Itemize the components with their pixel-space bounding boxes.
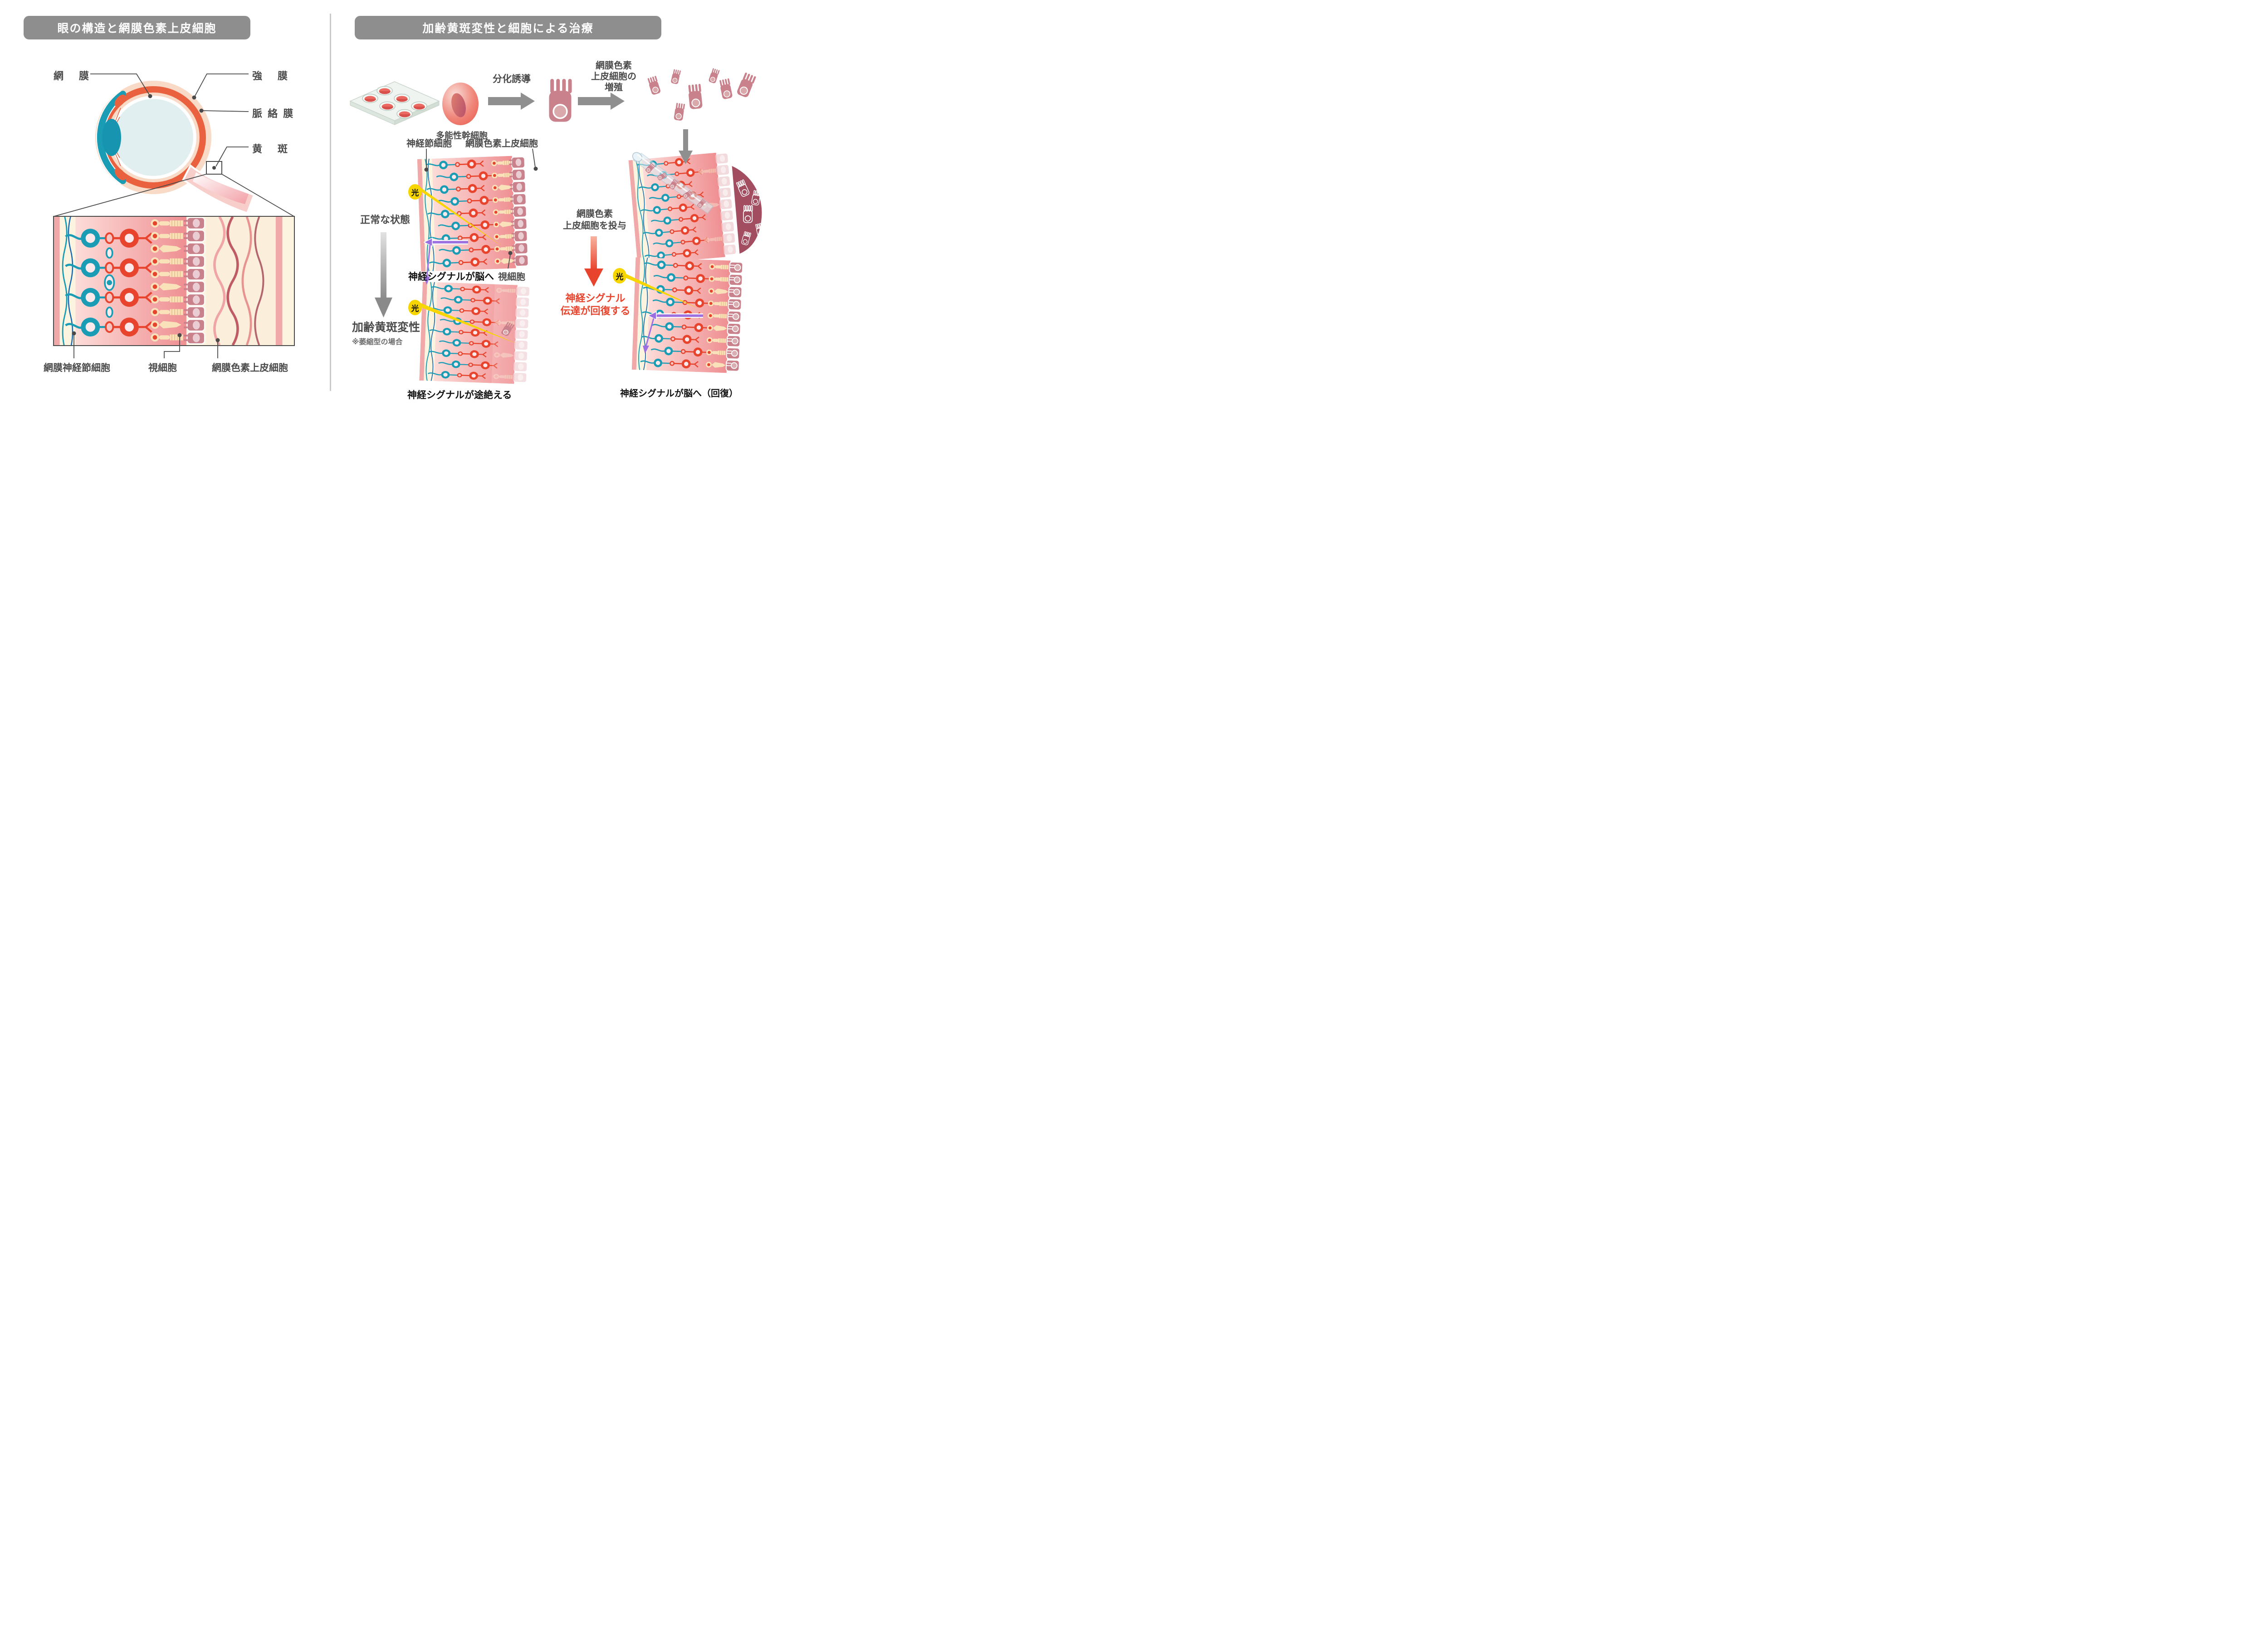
label-proliferation-3: 増殖 [605,83,623,93]
caption-signal-amd: 神経シグナルが途絶える [407,390,512,400]
label-macula: 黄 斑 [252,143,291,155]
light-badge-recovered: 光 [613,268,626,283]
label-retina: 網 膜 [54,70,92,82]
label-choroid: 脈 絡 膜 [252,108,295,119]
label-recover-2: 伝達が回復する [560,305,631,317]
eye-leader-dots [148,94,204,113]
rpe-cell-icon [549,79,572,122]
label-recover-1: 神経シグナル [565,293,626,304]
label-sclera: 強 膜 [252,70,291,82]
caption-signal-normal: 神経シグナルが脳へ [408,272,494,282]
label-photoreceptor-normal: 視細胞 [498,272,525,282]
arrow-recovery-icon [584,236,603,287]
retina-injection [628,148,773,265]
right-panel-title-text: 加齢黄斑変性と細胞による治療 [422,22,594,35]
label-rpe-cells: 網膜色素上皮細胞 [212,363,288,373]
label-proliferation-2: 上皮細胞の [591,72,636,82]
macula-box [206,161,222,175]
arrow-induction-icon [488,93,535,110]
light-badge-normal: 光 [408,184,422,200]
right-panel-title: 加齢黄斑変性と細胞による治療 [355,16,661,39]
retina-recovered [631,257,763,374]
arrow-degeneration-icon [375,232,392,317]
retina-cross-section-enlarged [53,216,295,346]
label-ganglion-cells: 網膜神経節細胞 [44,363,110,373]
label-stem-cell: 多能性幹細胞 [435,131,488,141]
left-panel-title-text: 眼の構造と網膜色素上皮細胞 [57,22,217,35]
label-inject-2: 上皮細胞を投与 [563,221,626,231]
retina-amd [419,282,549,385]
infographic-canvas: 眼の構造と網膜色素上皮細胞 加齢黄斑変性と細胞による治療 [0,0,775,406]
light-badge-amd: 光 [408,300,422,315]
eye-diagram [95,81,255,215]
label-induction: 分化誘導 [493,74,531,84]
label-amd-note: ※萎縮型の場合 [352,338,403,346]
label-photoreceptor-cells: 視細胞 [148,363,177,373]
label-inject-1: 網膜色素 [577,209,613,219]
left-panel-title: 眼の構造と網膜色素上皮細胞 [24,16,250,39]
label-rpe-normal: 網膜色素上皮細胞 [465,139,538,149]
arrow-proliferation-icon [578,93,625,110]
rpe-cell-cluster [647,68,756,121]
stem-cell-icon [442,83,479,125]
label-ganglion-normal: 神経節細胞 [406,139,452,149]
label-normal-state: 正常な状態 [360,214,411,225]
optic-nerve [182,164,255,215]
culture-plate-icon [349,81,440,125]
process-arrows [488,93,693,164]
retina-normal [417,155,548,272]
caption-signal-recovered: 神経シグナルが脳へ（回復） [620,389,738,399]
label-amd-title: 加齢黄斑変性 [352,321,420,334]
label-proliferation-1: 網膜色素 [596,61,632,71]
panel-divider [330,14,331,391]
